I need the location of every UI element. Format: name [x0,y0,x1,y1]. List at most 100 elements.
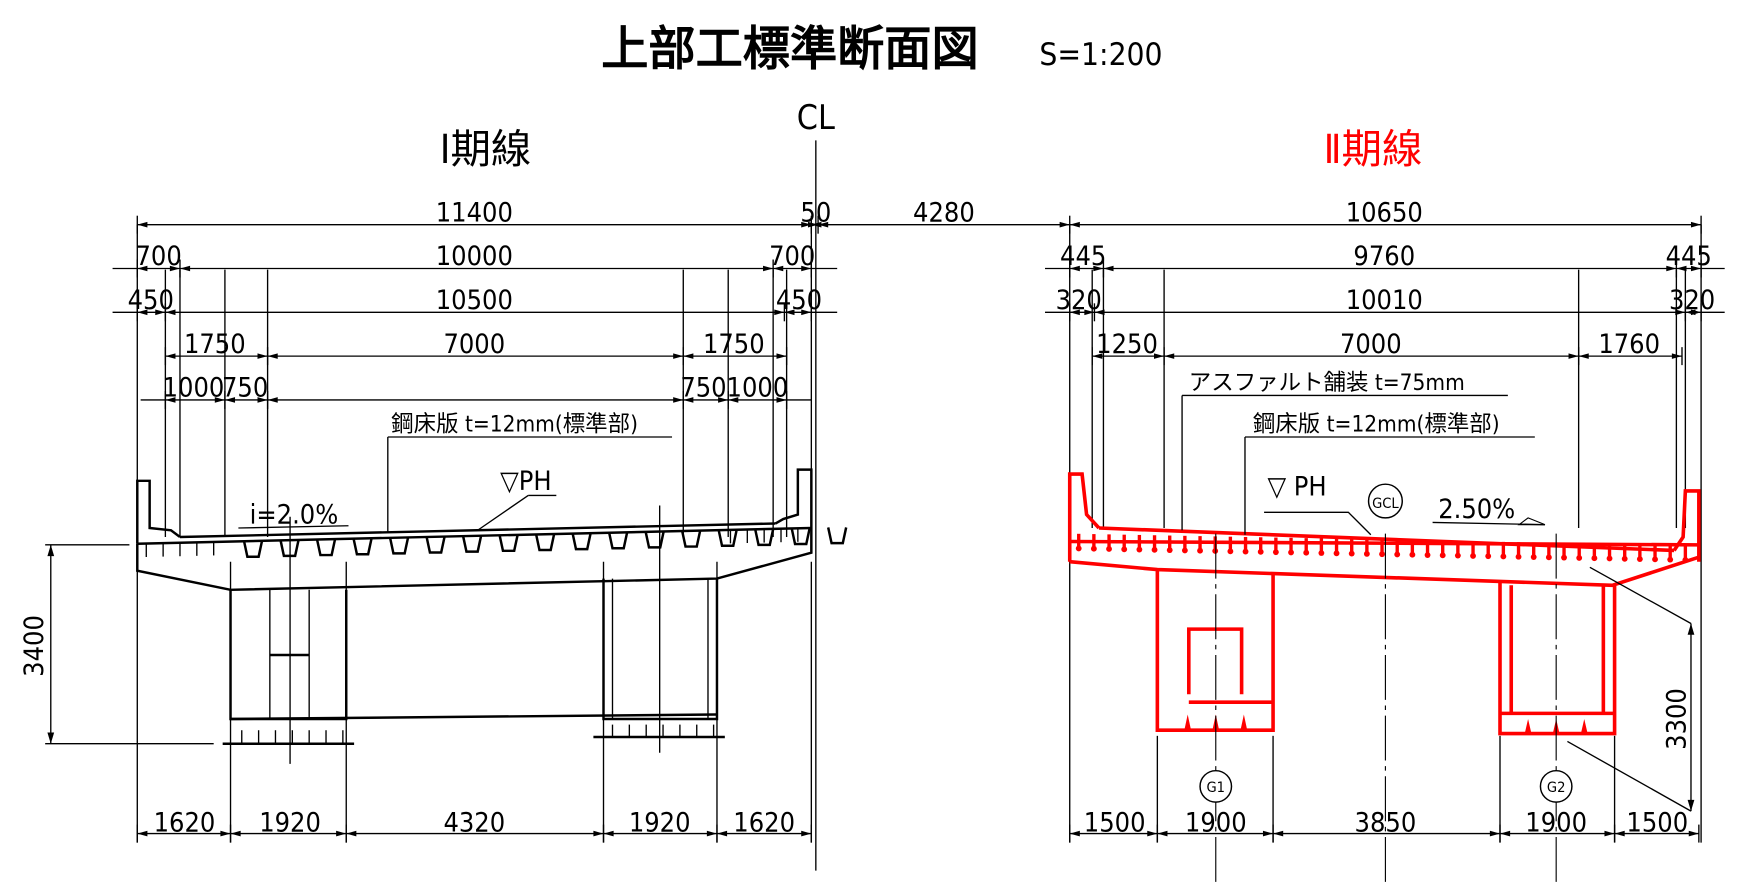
u-rib [717,529,738,547]
u-rib [352,538,373,556]
rib-bulb [1257,548,1264,555]
dimension-arrowhead [1688,830,1699,837]
dim-p1-bottom-1: 1620 [154,807,216,838]
rib-bulb [1636,556,1643,562]
dimension-arrowhead [706,830,717,837]
rib-bulb [1136,546,1143,553]
dimension-arrowhead [1687,623,1695,635]
dimension-arrowhead [1147,830,1158,837]
dimension-arrowhead [801,221,812,228]
dimension-arrowhead [1676,265,1687,272]
dim-p1-r3-right: 450 [776,285,822,316]
dimension-arrowhead [1690,265,1702,272]
girder-g1-label: G1 [1207,779,1226,796]
rib-bulb [1333,550,1340,557]
rib-bulb [1394,551,1401,558]
dimension-arrowhead [1069,265,1080,272]
dimension-arrowhead [257,397,268,403]
dimension-arrowhead [137,265,148,272]
dimension-arrowhead [593,830,604,837]
leader-line [1589,566,1692,625]
rib-bulb [1318,550,1325,556]
dim-p1-r2-left: 700 [135,241,181,272]
dim-p1-r3-mid: 10500 [436,285,513,316]
rib-bulb [1151,546,1158,553]
u-rib [315,539,337,557]
dimension-arrowhead [1153,353,1165,359]
dim-p1-r5-b: 750 [222,373,268,404]
rib-bulb [1288,549,1294,556]
dim-p1-r2-right: 700 [769,241,815,272]
slope-arrowhead [1517,517,1546,526]
dim-p1-r5-d: 1000 [727,373,789,404]
dimension-arrowhead [1093,265,1104,272]
dimension-arrowhead [155,309,166,316]
p2-ph-label: ▽ PH [1267,471,1326,502]
dim-p2-r4-mid: 7000 [1340,329,1402,360]
u-rib [498,534,519,553]
dimension-arrowhead [257,353,268,359]
dimension-arrowhead [165,309,176,316]
rib-bulb [1227,548,1234,555]
rib-bulb [1181,547,1188,554]
dim-p2-height: 3300 [1661,688,1692,750]
u-rib [534,533,556,552]
u-rib [644,531,665,549]
rib-bulb [1545,554,1552,561]
u-rib [607,532,629,550]
dimension-arrowhead [1103,265,1114,272]
dimension-arrowhead [1094,309,1105,316]
dim-p1-total: 11400 [436,197,513,228]
dimension-arrowhead [784,309,795,316]
dimension-arrowhead [1568,353,1579,359]
dim-p2-r3-mid: 10010 [1346,285,1423,316]
dim-p1-bottom-2: 1920 [259,807,321,838]
dimension-arrowhead [1069,830,1080,837]
dimension-arrowhead [1059,221,1070,228]
rib-bulb [1424,552,1431,558]
u-rib [826,527,848,545]
u-rib [425,536,446,554]
dim-p1-height: 3400 [19,615,50,677]
dim-p1-r4-mid: 7000 [443,329,505,360]
dimension-arrowhead [169,265,180,272]
dimension-arrowhead [1578,353,1589,359]
u-rib [680,530,702,548]
dimension-arrowhead [801,265,812,272]
leader-line [477,494,529,531]
p1-slope-label: i=2.0% [250,500,339,531]
lower-flange [136,528,813,592]
rib-bulb [1591,555,1598,562]
dimension-arrowhead [1690,309,1702,316]
left-barrier [1067,472,1101,562]
dimension-arrowhead [683,353,694,359]
dimension-arrowhead [220,830,231,837]
phase1-label: Ⅰ期線 [440,125,532,173]
ph-leader [1264,511,1372,536]
girder-g2-marker [1539,769,1573,803]
dimension-arrowhead [1092,353,1103,359]
left-barrier [136,479,181,544]
rib-bulb [1515,553,1522,560]
dimension-arrowhead [776,397,787,403]
base-stiffener [1580,718,1588,734]
girder-g1-marker [1199,769,1233,803]
rib-bulb [1409,551,1416,558]
u-rib [753,528,775,547]
u-rib [461,535,483,553]
dimension-arrowhead [1164,353,1175,359]
dimension-arrowhead [763,265,774,272]
rib-bulb [1621,555,1628,562]
drawing-title: 上部工標準断面図 [601,22,978,77]
dim-p2-bottom-1: 1500 [1084,807,1146,838]
dim-p1-bottom-5: 1620 [733,807,795,838]
dimension-arrowhead [230,830,241,837]
rib-bulb [1106,546,1112,552]
rib-bulb [1303,549,1310,556]
rib-bulb [1485,553,1492,560]
p1-deck-note: 鋼床版 t=12mm(標準部) [391,411,638,437]
dimension-arrowhead [179,265,191,272]
p2-slope-label: 2.50% [1438,494,1515,525]
dim-p2-r2-right: 445 [1666,241,1712,272]
rib-bulb [1682,557,1689,563]
